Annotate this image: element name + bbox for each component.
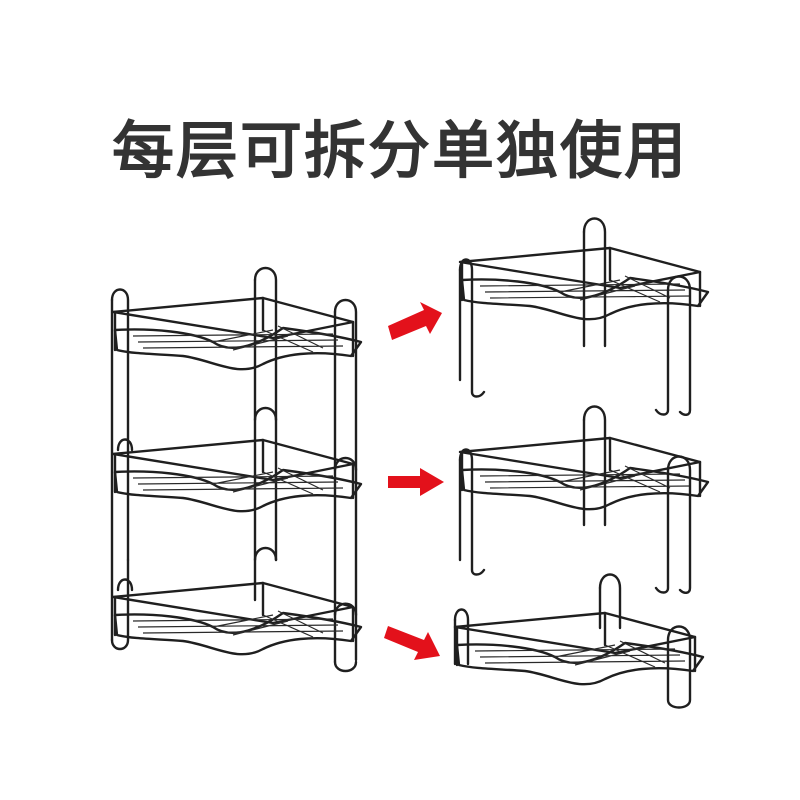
headline: 每层可拆分单独使用 <box>111 114 688 187</box>
arrow-middle <box>388 468 444 496</box>
separated-unit-middle <box>458 405 710 594</box>
arrow-top <box>388 302 442 340</box>
assembled-shelf <box>110 266 363 673</box>
separated-unit-top <box>458 217 710 416</box>
separated-unit-bottom <box>453 573 705 709</box>
arrow-bottom <box>384 626 440 660</box>
